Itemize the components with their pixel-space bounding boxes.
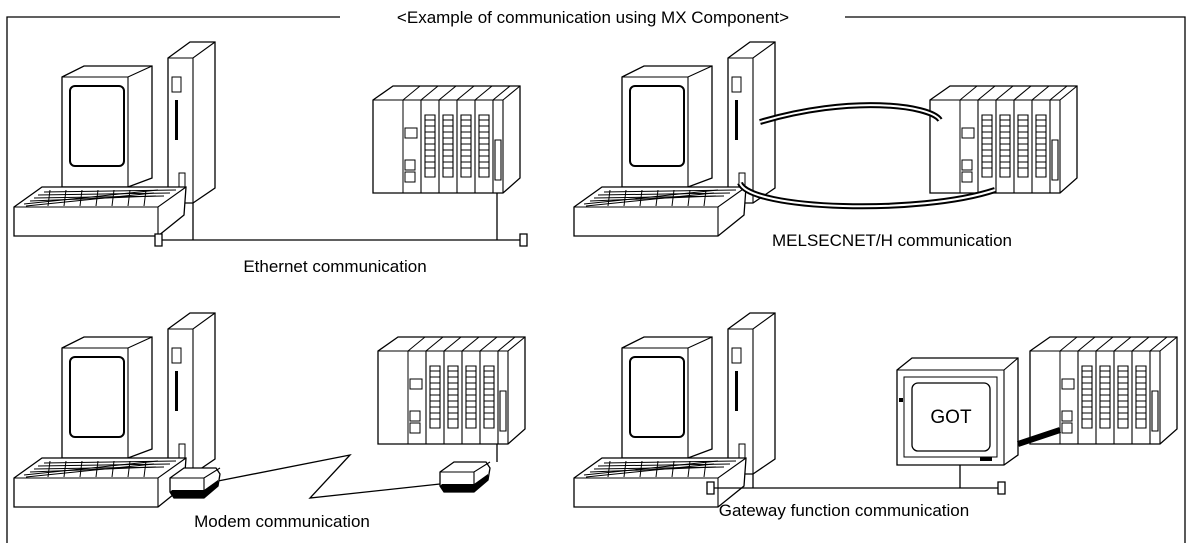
ethernet-cable — [155, 193, 527, 246]
personal-computer-icon — [573, 41, 776, 237]
got-panel-icon: GOT — [897, 358, 1018, 465]
panel-gateway: GOT Gateway function communication — [573, 312, 1178, 520]
diagram-title: <Example of communication using MX Compo… — [397, 8, 789, 27]
personal-computer-icon — [573, 312, 776, 508]
modem-icon — [439, 461, 491, 493]
caption-modem: Modem communication — [194, 512, 370, 531]
caption-gateway: Gateway function communication — [719, 501, 969, 520]
plc-rack-icon — [372, 85, 521, 194]
got-label: GOT — [930, 407, 972, 428]
panel-ethernet: Ethernet communication — [13, 41, 527, 276]
panel-modem: Modem communication — [13, 312, 526, 531]
modem-icon — [169, 467, 221, 499]
diagram-frame — [7, 17, 1185, 543]
caption-melsecnet: MELSECNET/H communication — [772, 231, 1012, 250]
panel-melsecnet: MELSECNET/H communication — [573, 41, 1078, 250]
caption-ethernet: Ethernet communication — [243, 257, 426, 276]
personal-computer-icon — [13, 41, 216, 237]
plc-rack-icon — [1029, 336, 1178, 445]
plc-rack-icon — [377, 336, 526, 445]
gateway-cable — [707, 465, 1005, 494]
plc-rack-icon — [929, 85, 1078, 194]
got-plc-cable — [1018, 430, 1060, 444]
melsecnet-loop-cable — [740, 105, 995, 206]
